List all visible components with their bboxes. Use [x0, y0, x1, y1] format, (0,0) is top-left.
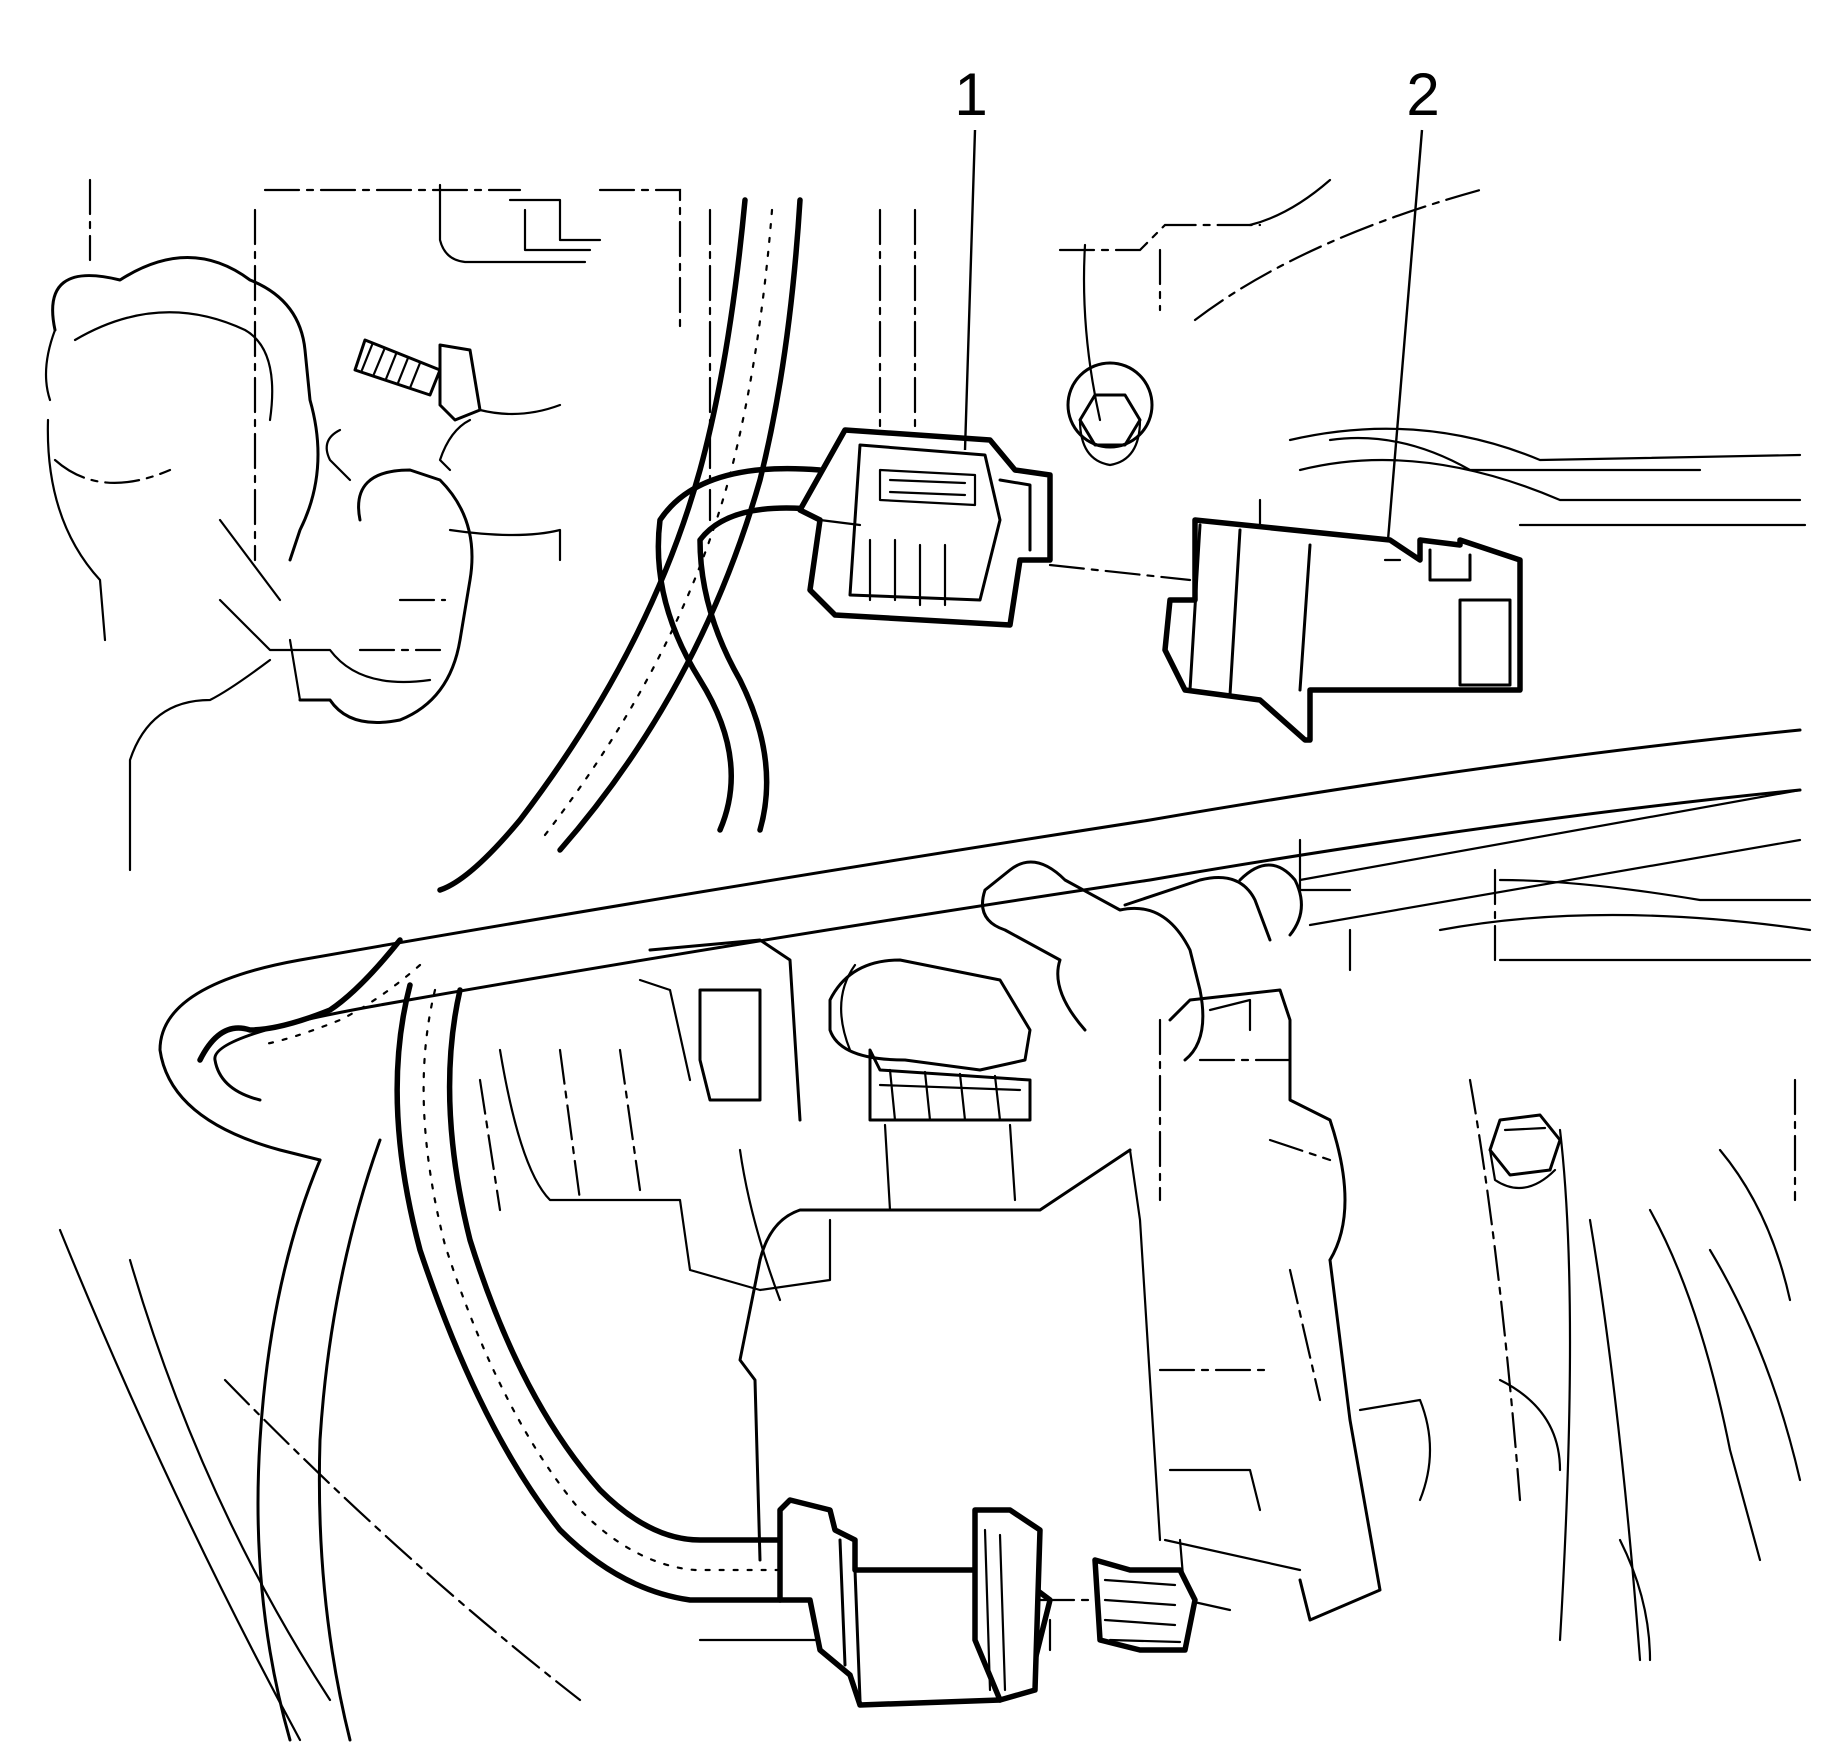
harness-connector: [797, 427, 1053, 628]
callout-1-leader: [963, 129, 977, 451]
wiring-harness-lower: [197, 937, 783, 1603]
engine-background: [58, 178, 1812, 1742]
callout-2: 2: [1386, 61, 1440, 541]
component-connector: [1162, 517, 1523, 743]
wire-loop: [655, 465, 823, 833]
callout-1: 1: [954, 61, 988, 451]
wiring-harness-upper: [437, 197, 803, 893]
mounting-bolt: [1066, 361, 1154, 467]
stud-bolt: [353, 338, 562, 472]
fuel-line: [158, 728, 1802, 1742]
lower-bolt: [1488, 1113, 1562, 1190]
alignment-line: [1048, 563, 1192, 582]
callout-2-leader: [1386, 129, 1424, 541]
lower-connector: [777, 1497, 1198, 1708]
callout-1-label: 1: [954, 61, 987, 128]
pipe-union: [828, 788, 1802, 1212]
engine-block: [478, 938, 832, 1302]
pulley-housing: [44, 256, 562, 872]
callout-2-label: 2: [1406, 61, 1439, 128]
lower-module: [738, 988, 1432, 1622]
